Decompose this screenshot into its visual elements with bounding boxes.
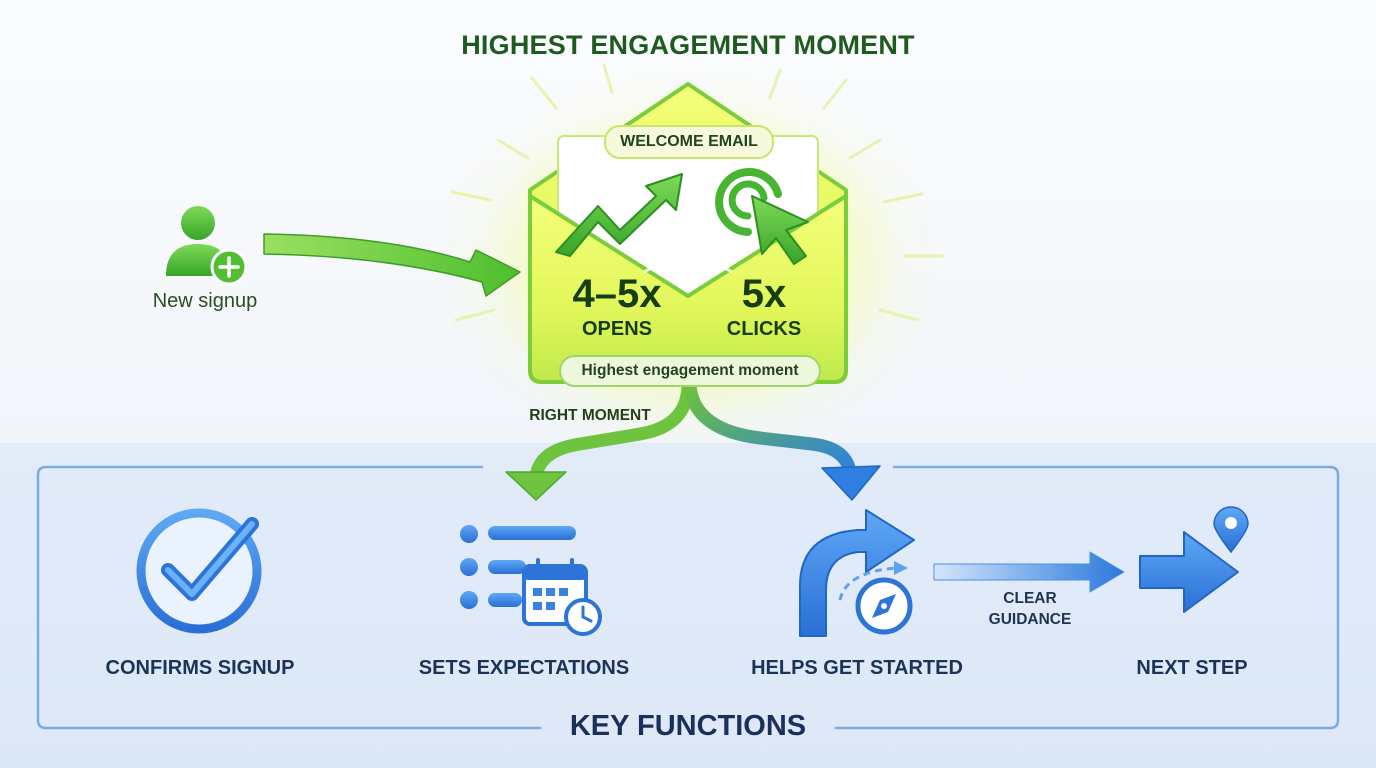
right-moment-label: RIGHT MOMENT — [529, 407, 651, 424]
opens-value: 4–5x — [572, 272, 662, 316]
turn-arrow-compass-icon — [799, 509, 915, 637]
signup-to-email-arrow — [263, 233, 521, 297]
clear-guidance-arrow — [933, 551, 1125, 593]
checklist-calendar-icon — [460, 525, 602, 636]
arrow-location-pin-icon — [1139, 506, 1249, 613]
trend-up-arrow-icon — [555, 173, 683, 257]
welcome-email-pill: WELCOME EMAIL — [604, 125, 774, 159]
diagram-title: HIGHEST ENGAGEMENT MOMENT — [461, 30, 915, 60]
check-circle-icon — [136, 508, 262, 634]
click-cursor-icon — [715, 168, 809, 265]
new-signup-label: New signup — [152, 290, 258, 312]
key-functions-title: KEY FUNCTIONS — [569, 710, 807, 742]
glow-rays — [450, 63, 944, 322]
clear-guidance-line1: CLEAR — [1003, 590, 1057, 607]
clear-guidance-label: CLEAR GUIDANCE — [960, 588, 1100, 630]
clicks-label: CLICKS — [726, 318, 802, 340]
user-add-icon — [166, 206, 248, 286]
function-helps-get-started: HELPS GET STARTED — [751, 657, 963, 679]
clicks-value: 5x — [741, 272, 787, 316]
function-next-step: NEXT STEP — [1136, 657, 1248, 679]
key-functions-frame — [36, 465, 1340, 730]
right-moment-split-arrows — [505, 377, 881, 501]
function-sets-expectations: SETS EXPECTATIONS — [418, 657, 630, 679]
clear-guidance-line2: GUIDANCE — [988, 611, 1072, 628]
function-confirms-signup: CONFIRMS SIGNUP — [105, 657, 295, 679]
engagement-moment-pill: Highest engagement moment — [559, 355, 821, 387]
opens-label: OPENS — [581, 318, 653, 340]
